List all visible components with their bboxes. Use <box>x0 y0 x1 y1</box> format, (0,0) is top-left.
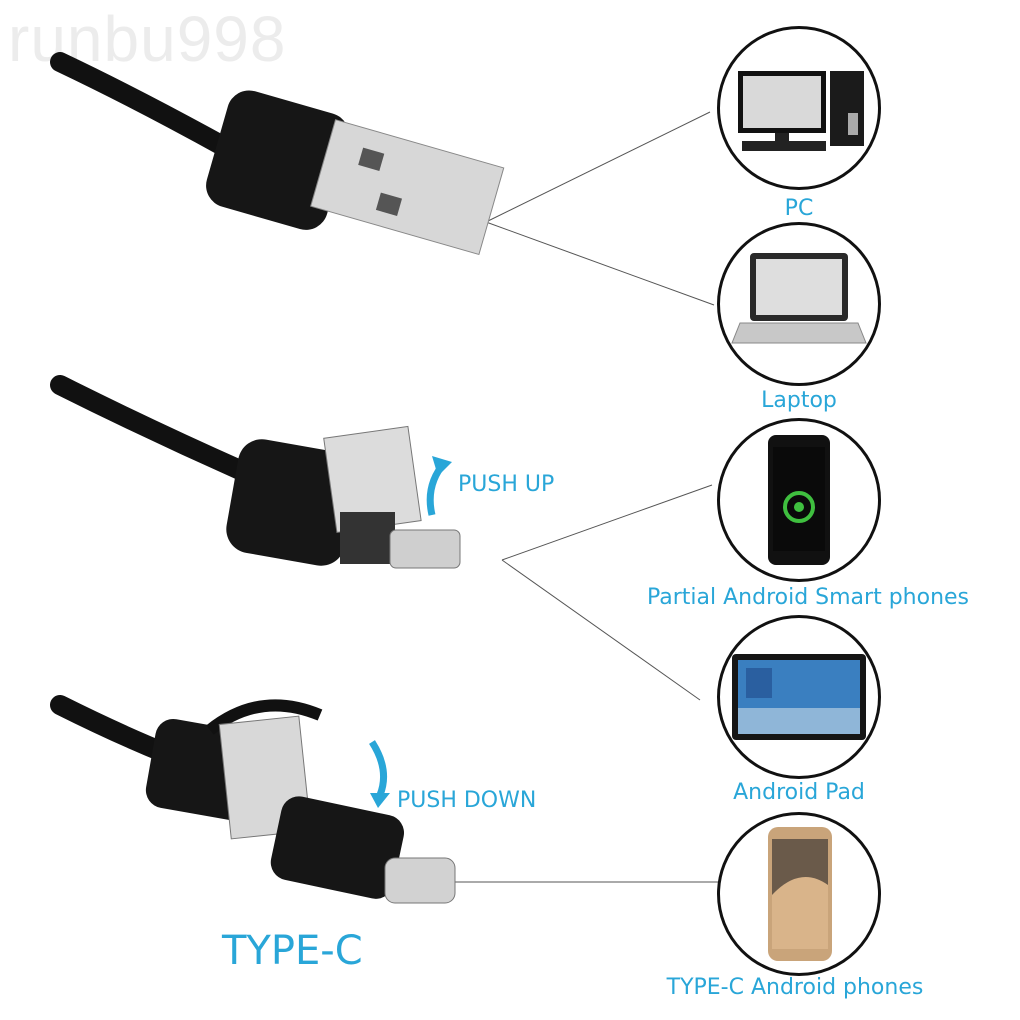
usb-a-connector-icon <box>50 52 505 256</box>
push-up-label: PUSH UP <box>458 472 555 497</box>
desktop-pc-icon <box>738 71 864 151</box>
type-c-connector-icon <box>50 695 456 904</box>
device-label-tablet: Android Pad <box>733 780 865 805</box>
device-type-c-phone <box>717 812 881 976</box>
push-down-label: PUSH DOWN <box>397 788 537 813</box>
laptop-icon <box>731 253 867 344</box>
device-laptop <box>717 222 881 386</box>
device-tablet <box>717 615 881 779</box>
type-c-title: TYPE-C <box>222 928 363 974</box>
micro-usb-connector-icon <box>50 375 461 569</box>
device-label-type-c-phone: TYPE-C Android phones <box>666 975 924 1000</box>
tablet-icon <box>732 654 866 740</box>
device-label-pc: PC <box>784 196 814 221</box>
smartphone-icon <box>768 435 830 565</box>
device-smartphone <box>717 418 881 582</box>
type-c-phone-icon <box>768 827 832 961</box>
device-label-laptop: Laptop <box>761 388 837 413</box>
device-label-smartphone: Partial Android Smart phones <box>646 585 970 610</box>
leader-lines <box>455 111 718 883</box>
device-pc <box>717 26 881 190</box>
